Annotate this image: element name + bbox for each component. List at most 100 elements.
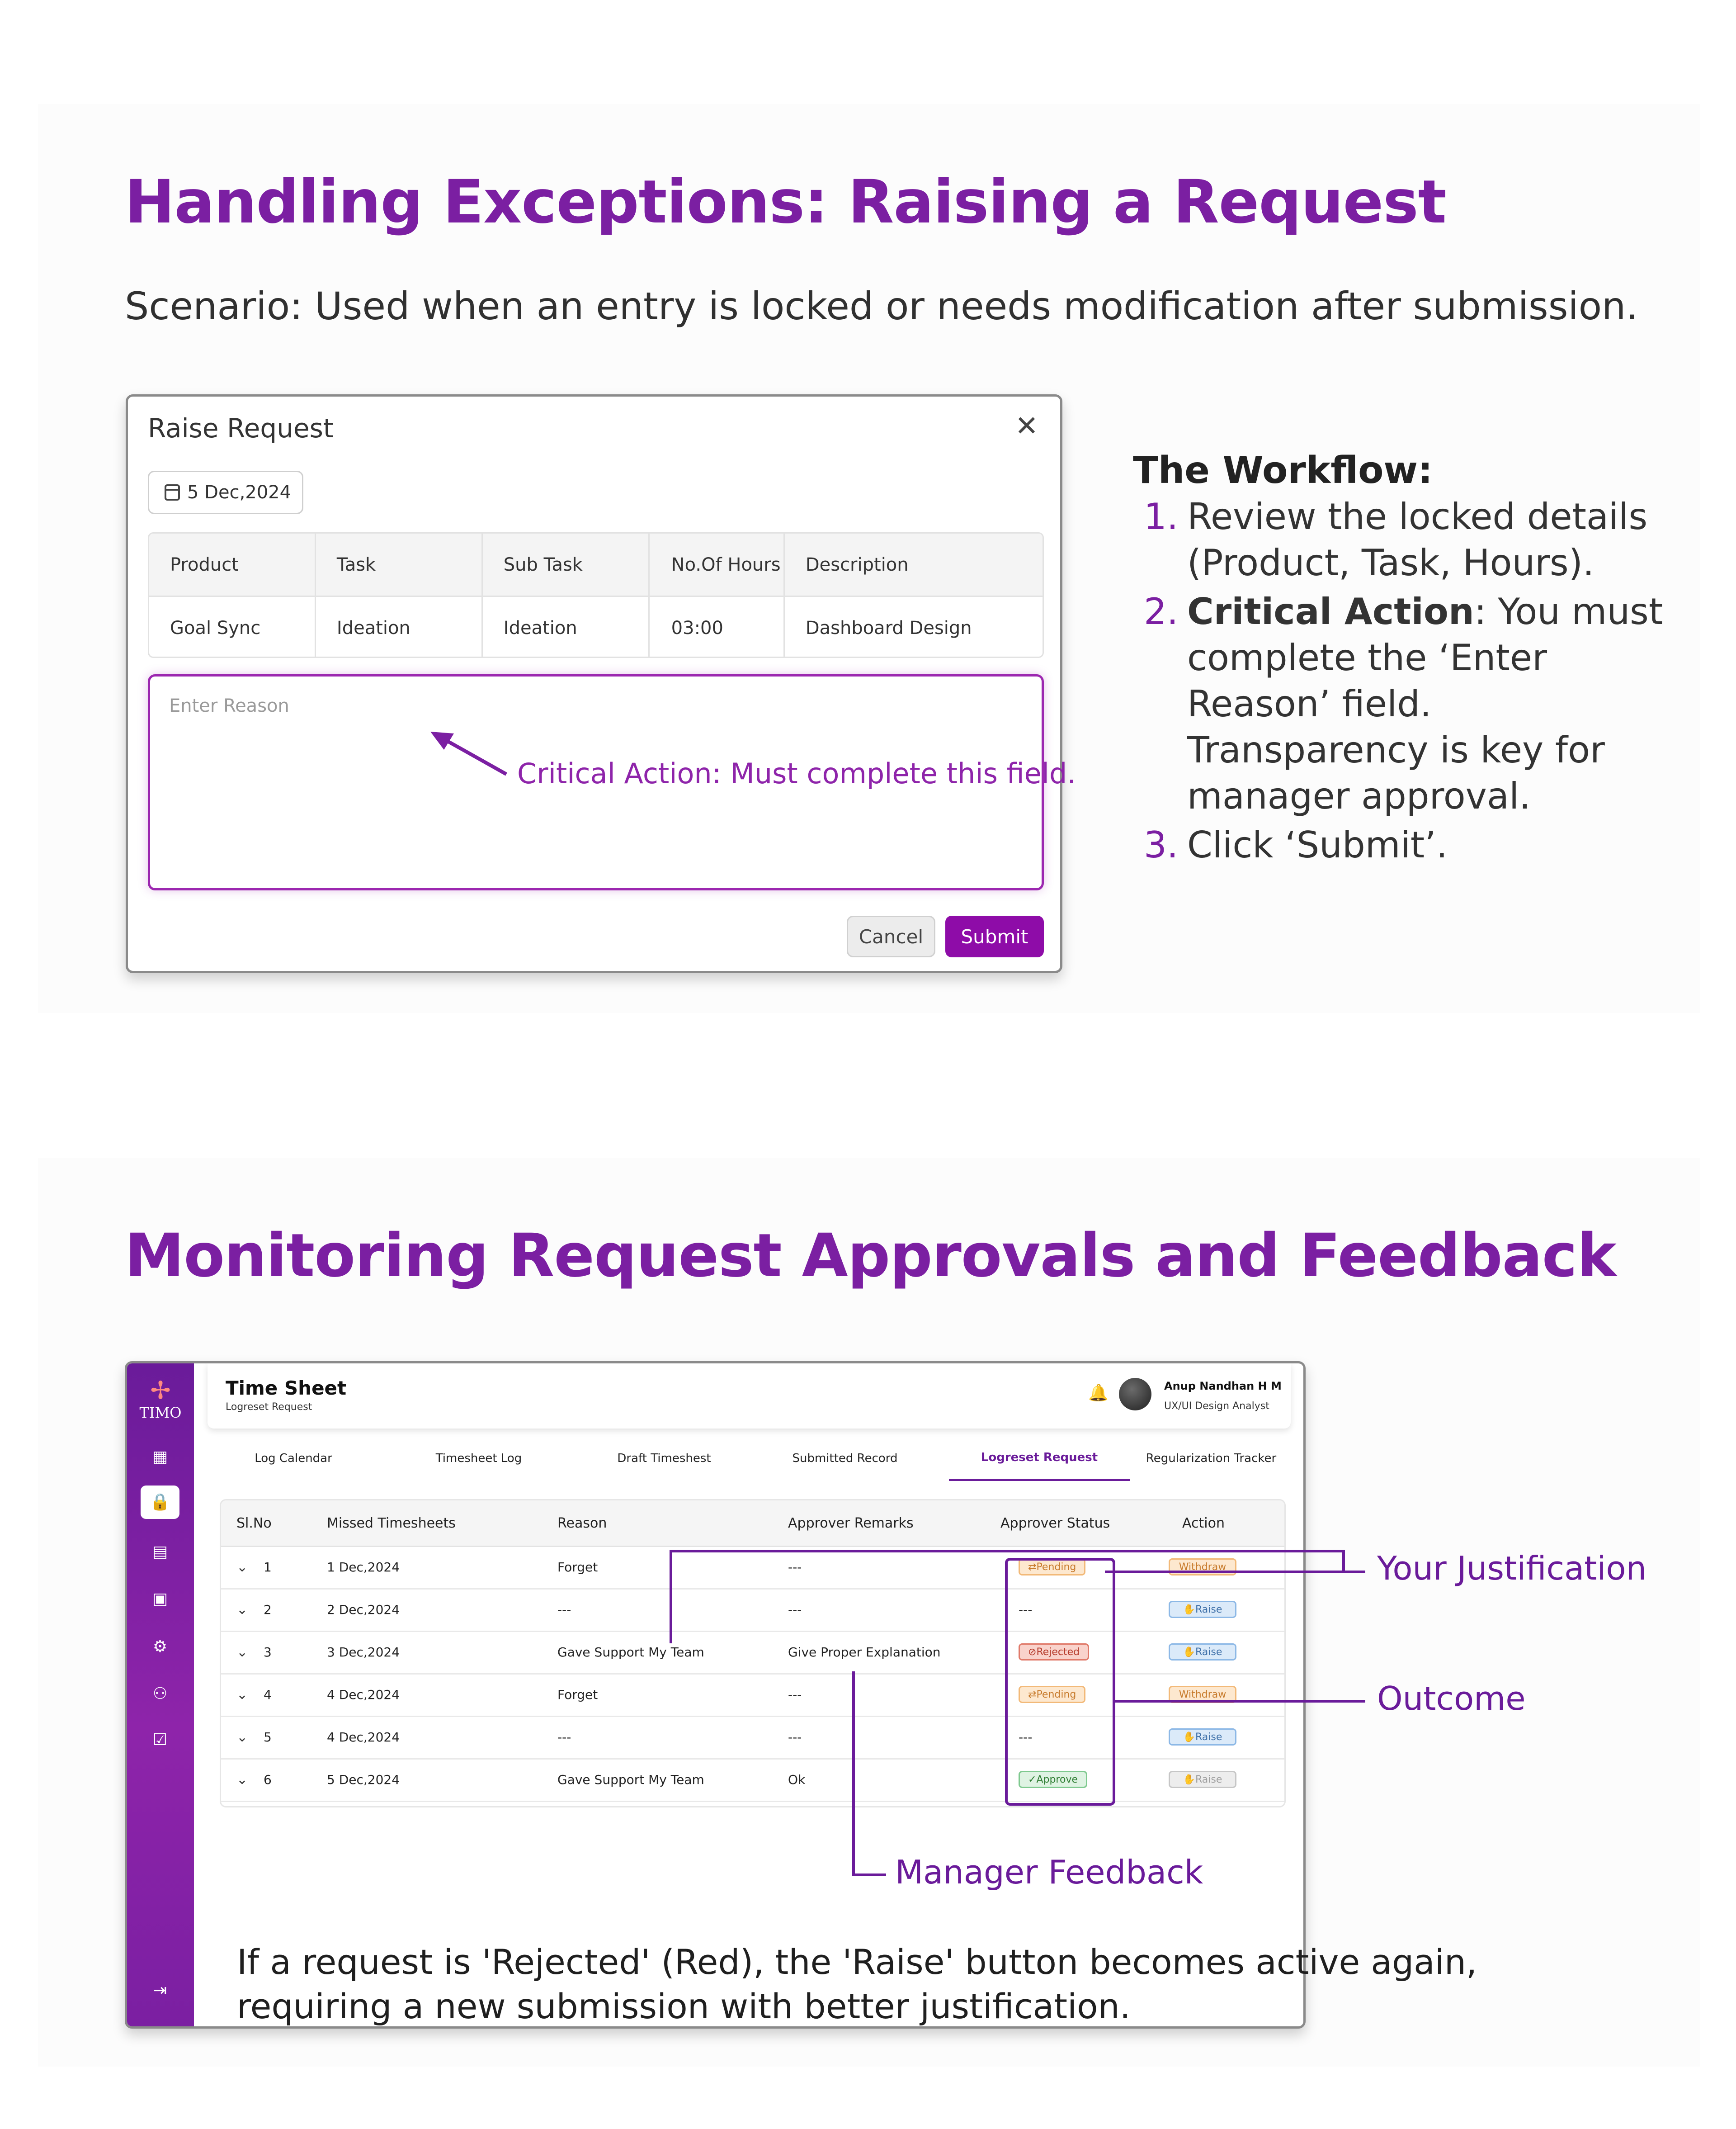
chevron-down-icon[interactable]: ⌄ xyxy=(236,1559,248,1575)
column-header: Task xyxy=(316,534,483,596)
tab-regularization-tracker[interactable]: Regularization Tracker xyxy=(1146,1452,1277,1465)
status-badge: ⇄ Pending xyxy=(1019,1686,1086,1703)
user-name: Anup Nandhan H M xyxy=(1164,1380,1282,1392)
action-cell: ✋ Raise xyxy=(1169,1758,1236,1801)
remarks-cell: --- xyxy=(788,1559,802,1575)
reason-cell: --- xyxy=(557,1729,571,1745)
remarks-cell: --- xyxy=(788,1687,802,1702)
column-header: Description xyxy=(805,554,909,575)
chevron-down-icon[interactable]: ⌄ xyxy=(236,1601,248,1618)
dashboard-icon[interactable]: ▦ xyxy=(152,1448,168,1466)
table-cell: Goal Sync xyxy=(149,597,316,657)
annotation-arrow-icon xyxy=(430,732,507,776)
reason-cell: Forget xyxy=(557,1687,598,1702)
critical-action-annotation: Critical Action: Must complete this fiel… xyxy=(517,757,1076,790)
table-cell: Ideation xyxy=(483,597,650,657)
close-icon[interactable]: ✕ xyxy=(1015,409,1038,442)
remarks-cell: --- xyxy=(788,1602,802,1617)
raise-button[interactable]: ✋ Raise xyxy=(1169,1601,1236,1618)
hand-icon: ✋ xyxy=(1183,1604,1195,1615)
tab-log-calendar[interactable]: Log Calendar xyxy=(255,1452,332,1465)
callout-manager-feedback: Manager Feedback xyxy=(895,1853,1203,1891)
row-number: 2 xyxy=(264,1602,272,1617)
step-text: Review the locked details (Product, Task… xyxy=(1187,496,1648,584)
avatar[interactable] xyxy=(1119,1378,1151,1410)
withdraw-button[interactable]: Withdraw xyxy=(1169,1686,1236,1703)
bell-icon[interactable]: 🔔 xyxy=(1088,1384,1109,1402)
status-cell: --- xyxy=(1019,1588,1032,1631)
action-label: Raise xyxy=(1195,1604,1222,1615)
table-cell: Ideation xyxy=(316,597,483,657)
column-header: Approver Remarks xyxy=(788,1515,914,1531)
raise-button: ✋ Raise xyxy=(1169,1771,1236,1788)
calendar-icon xyxy=(165,484,180,501)
table-header-row: Sl.No Missed Timesheets Reason Approver … xyxy=(221,1500,1284,1547)
action-cell: ✋ Raise xyxy=(1169,1588,1236,1631)
settings-icon[interactable]: ⚙ xyxy=(152,1637,168,1656)
chevron-down-icon[interactable]: ⌄ xyxy=(236,1771,248,1788)
rejected-icon: ⊘ xyxy=(1028,1646,1037,1658)
logout-icon[interactable]: ⇥ xyxy=(153,1981,167,2000)
status-badge: ✓ Approve xyxy=(1019,1771,1087,1788)
pending-icon: ⇄ xyxy=(1028,1561,1037,1573)
section-heading-raising-request: Handling Exceptions: Raising a Request xyxy=(125,167,1447,237)
reason-cell: --- xyxy=(557,1602,571,1617)
task-check-icon[interactable]: ☑ xyxy=(152,1731,168,1749)
tab-draft-timesheet[interactable]: Draft Timeshest xyxy=(617,1452,711,1465)
raise-request-modal: Raise Request ✕ 5 Dec,2024 Product Task … xyxy=(126,394,1076,973)
callout-your-justification: Your Justification xyxy=(1377,1549,1647,1587)
table-cell: 03:00 xyxy=(650,597,785,657)
tab-logreset-request[interactable]: Logreset Request xyxy=(949,1436,1130,1481)
missed-date: 1 Dec,2024 xyxy=(327,1559,400,1575)
raise-button[interactable]: ✋ Raise xyxy=(1169,1728,1236,1746)
logo-text: TIMO xyxy=(139,1404,182,1421)
tab-submitted-record[interactable]: Submitted Record xyxy=(792,1452,898,1465)
chevron-down-icon[interactable]: ⌄ xyxy=(236,1729,248,1745)
column-header: Sl.No xyxy=(236,1515,272,1531)
cancel-button[interactable]: Cancel xyxy=(847,916,935,957)
column-header: Sub Task xyxy=(483,534,650,596)
raise-button[interactable]: ✋ Raise xyxy=(1169,1643,1236,1661)
missed-date: 4 Dec,2024 xyxy=(327,1729,400,1745)
action-label: Raise xyxy=(1195,1731,1222,1743)
row-number: 5 xyxy=(264,1729,272,1745)
table-row: Goal Sync Ideation Ideation 03:00 Dashbo… xyxy=(149,597,1043,657)
missed-date: 2 Dec,2024 xyxy=(327,1602,400,1617)
hand-icon: ✋ xyxy=(1183,1646,1195,1658)
status-label: Approve xyxy=(1036,1774,1078,1785)
step-number: 3. xyxy=(1144,824,1179,866)
hand-icon: ✋ xyxy=(1183,1731,1195,1743)
workflow-step-1: 1. Review the locked details (Product, T… xyxy=(1133,494,1675,586)
report-icon[interactable]: ▣ xyxy=(152,1590,168,1608)
row-number: 4 xyxy=(264,1687,272,1702)
submit-button[interactable]: Submit xyxy=(945,916,1044,957)
status-cell: ⇄ Pending xyxy=(1019,1673,1086,1716)
row-number: 1 xyxy=(264,1559,272,1575)
chevron-down-icon[interactable]: ⌄ xyxy=(236,1644,248,1660)
reason-cell: Forget xyxy=(557,1559,598,1575)
lock-icon[interactable]: 🔒 xyxy=(141,1486,179,1519)
action-label: Raise xyxy=(1195,1646,1222,1658)
chevron-down-icon[interactable]: ⌄ xyxy=(236,1686,248,1703)
status-cell: --- xyxy=(1019,1716,1032,1758)
top-bar: Time Sheet Logreset Request 🔔 Anup Nandh… xyxy=(208,1363,1291,1429)
reason-textarea[interactable]: Enter Reason Critical Action: Must compl… xyxy=(148,674,1076,890)
date-picker[interactable]: 5 Dec,2024 xyxy=(148,471,303,514)
tab-bar: Log Calendar Timesheet Log Draft Timeshe… xyxy=(208,1436,1291,1482)
timesheet-icon[interactable]: ▤ xyxy=(152,1542,168,1561)
timesheet-app-window: ✢TIMO ▦ 🔒 ▤ ▣ ⚙ ⚇ ☑ ⇥ Time Sheet Logrese… xyxy=(125,1361,1306,2029)
column-header: Reason xyxy=(557,1515,607,1531)
tab-timesheet-log[interactable]: Timesheet Log xyxy=(435,1452,522,1465)
status-empty: --- xyxy=(1019,1602,1033,1617)
missed-date: 5 Dec,2024 xyxy=(327,1772,400,1787)
table-header-row: Product Task Sub Task No.Of Hours Descri… xyxy=(149,534,1043,597)
rejection-note: If a request is 'Rejected' (Red), the 'R… xyxy=(237,1940,1477,2029)
status-label: Pending xyxy=(1036,1689,1076,1700)
step-number: 2. xyxy=(1144,591,1179,633)
team-icon[interactable]: ⚇ xyxy=(152,1684,168,1703)
page-title: Time Sheet xyxy=(226,1377,347,1399)
